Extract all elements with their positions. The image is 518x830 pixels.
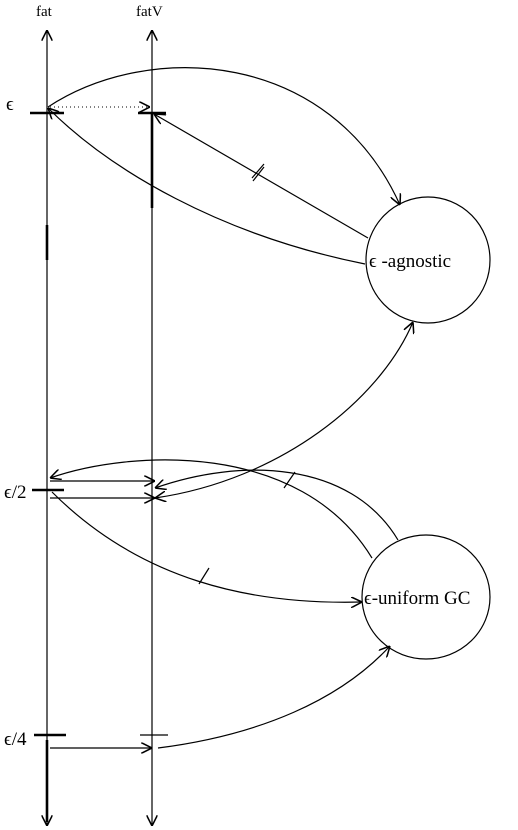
eps-half-tick-label: ϵ/2 bbox=[4, 482, 26, 503]
negation-slash bbox=[283, 471, 296, 489]
fat-to-uniform-gc-arrow bbox=[51, 491, 362, 602]
fatv-axis-label: fatV bbox=[136, 4, 163, 20]
negation-slash bbox=[251, 163, 265, 179]
eps-tick-label: ϵ bbox=[6, 94, 14, 115]
eps-quarter-tick-label: ϵ/4 bbox=[4, 729, 27, 750]
uniform-gc-node-label: ϵ-uniform GC bbox=[364, 588, 470, 609]
fat-axis-label: fat bbox=[36, 4, 53, 20]
agnostic-to-fat-arrow bbox=[48, 108, 366, 265]
uniform-gc-to-fat-arrow bbox=[50, 459, 373, 559]
agnostic-node bbox=[365, 196, 491, 324]
fatv-to-uniform-gc-arrow bbox=[157, 646, 390, 749]
agnostic-to-fatv-arrow bbox=[154, 114, 369, 239]
uniform-gc-to-fatv-arrow bbox=[155, 469, 399, 541]
agnostic-node-label: ϵ -agnostic bbox=[369, 251, 451, 272]
fat-to-agnostic-arrow bbox=[47, 67, 400, 205]
negation-slash bbox=[198, 567, 210, 585]
negation-slash bbox=[252, 166, 265, 182]
fatv-agnostic-double-arrow bbox=[155, 322, 413, 498]
